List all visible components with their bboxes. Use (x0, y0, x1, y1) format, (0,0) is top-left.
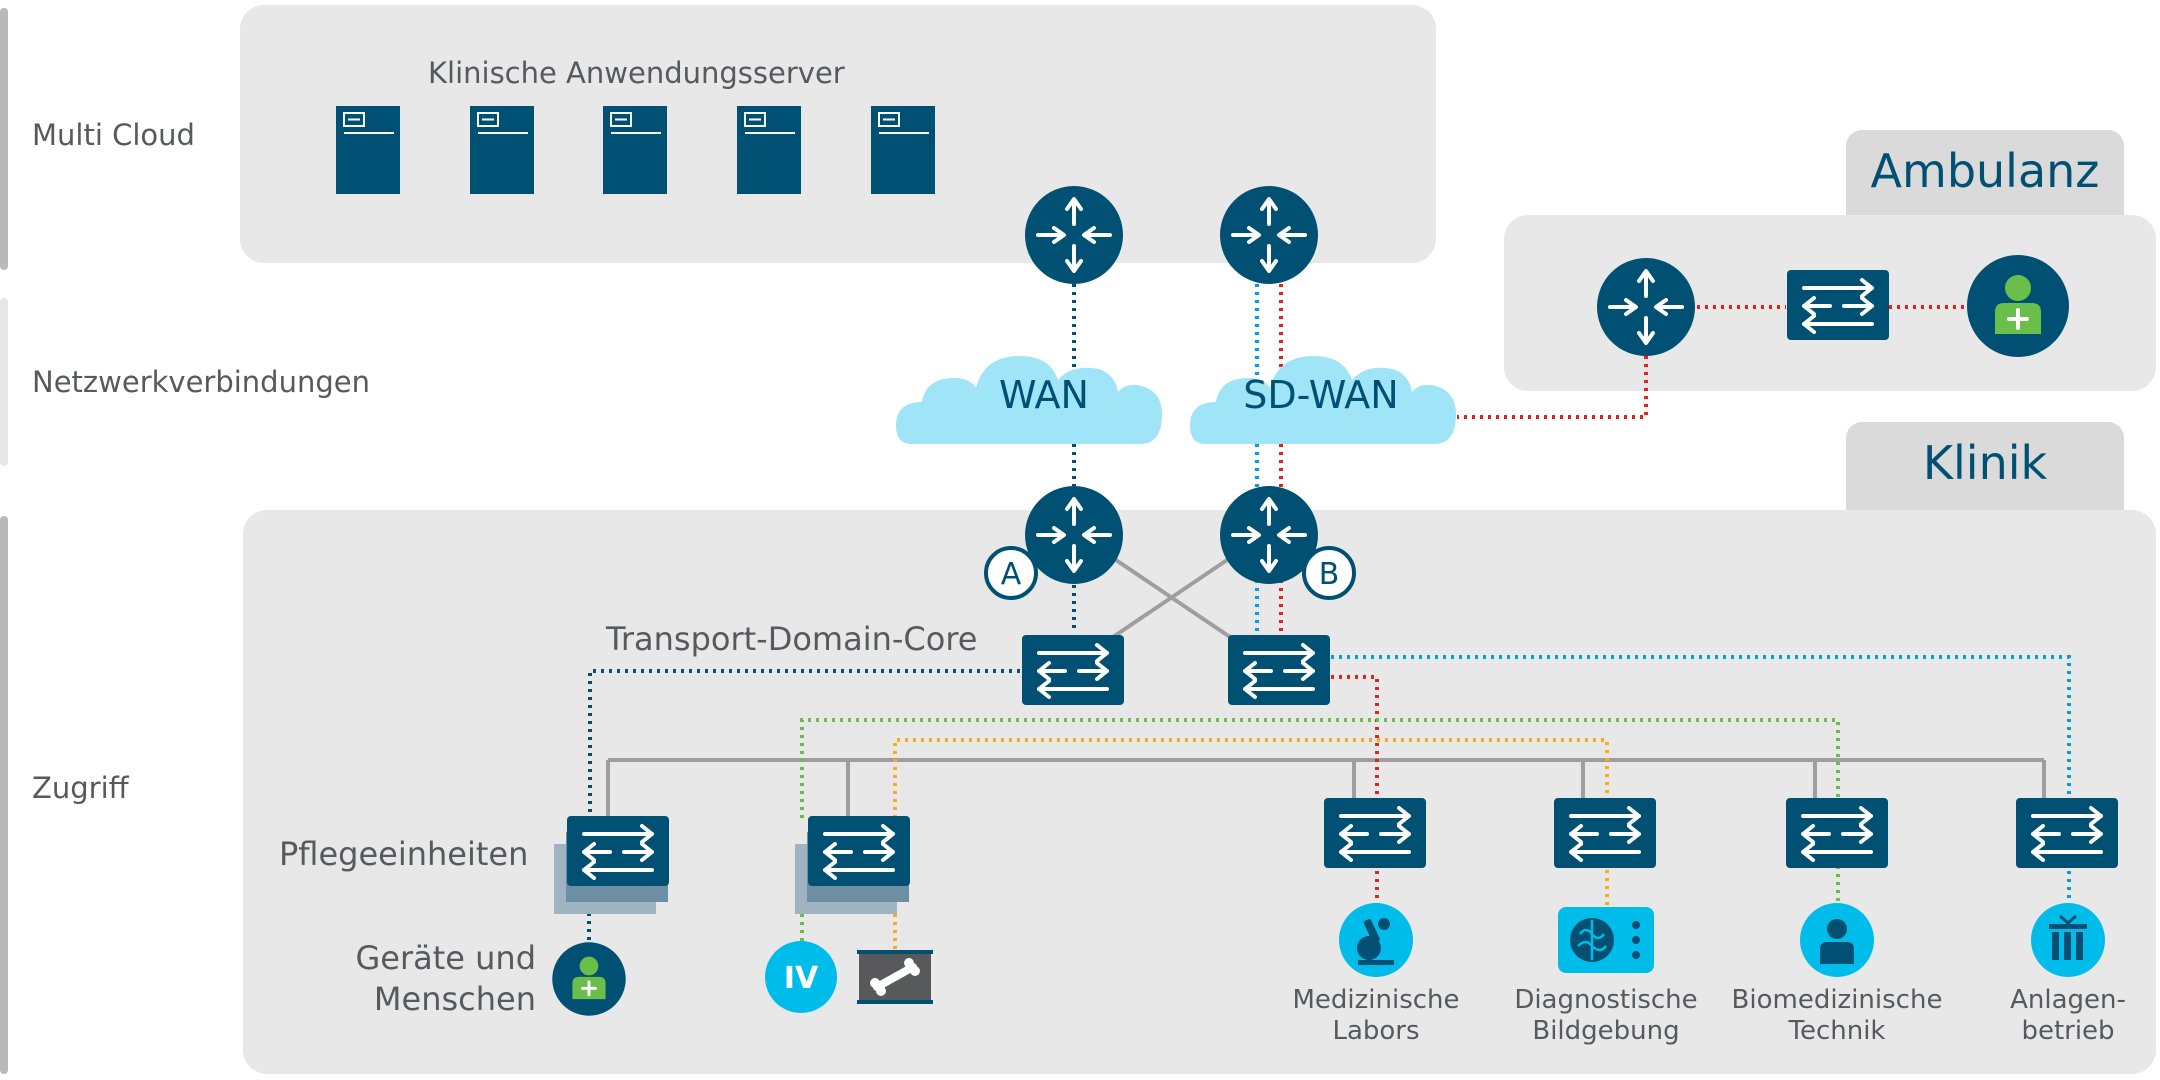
brain-scan-icon (1558, 907, 1654, 973)
row-label-zugriff: Zugriff (32, 771, 129, 805)
wan-label: WAN (999, 373, 1089, 417)
link-orange (893, 738, 1609, 950)
ambulanz-router (1595, 256, 1697, 358)
server-icon-2 (469, 105, 535, 195)
core-switch-b (1226, 633, 1332, 707)
sdwan-label: SD-WAN (1243, 373, 1398, 417)
server-icon-3 (602, 105, 668, 195)
access-switch-diag (1552, 796, 1658, 870)
access-switch-labor (1322, 796, 1428, 870)
cloud-router-sdwan (1218, 184, 1320, 286)
bio-label-2: Technik (1788, 1016, 1886, 1046)
ambulanz-tab: Ambulanz (1846, 130, 2124, 216)
access-switch-bio (1784, 796, 1890, 870)
pflege-switch-stack (554, 814, 671, 914)
iv-label: IV (784, 961, 819, 996)
iv-icon: IV (765, 941, 837, 1013)
badge-b: B (1302, 546, 1356, 600)
diag-label-1: Diagnostische (1514, 985, 1698, 1015)
diag-label-2: Bildgebung (1532, 1016, 1680, 1046)
link-green (800, 718, 1840, 944)
core-switch-a (1020, 633, 1126, 707)
pflege-person-icon (550, 940, 628, 1018)
biomed-person-icon (1800, 903, 1874, 977)
netzwerk-bar (0, 298, 8, 466)
geraete-label-2: Menschen (373, 980, 536, 1018)
geraete-label-1: Geräte und (355, 939, 536, 977)
labor-label-1: Medizinische (1292, 985, 1460, 1015)
ambulanz-switch (1785, 268, 1891, 342)
pflegeeinheiten-label: Pflegeeinheiten (279, 835, 529, 873)
klinik-tab: Klinik (1846, 422, 2124, 512)
badge-b-label: B (1319, 557, 1340, 592)
server-group-title: Klinische Anwendungsserver (428, 56, 845, 90)
server-icon-1 (335, 105, 401, 195)
microscope-icon (1339, 903, 1413, 977)
cloud-router-wan (1023, 184, 1125, 286)
access-switch-anl (2014, 796, 2120, 870)
anl-label-2: betrieb (2021, 1016, 2115, 1046)
facility-icon (2031, 903, 2105, 977)
anl-label-1: Anlagen- (2010, 985, 2126, 1015)
server-icon-5 (870, 105, 936, 195)
link-navy (587, 284, 1076, 946)
server-icon-4 (736, 105, 802, 195)
transport-domain-core-label: Transport-Domain-Core (606, 620, 978, 658)
ambulanz-person-icon (1965, 253, 2071, 359)
core-router-a (1023, 484, 1125, 586)
row-label-netzwerk: Netzwerkverbindungen (32, 365, 370, 399)
iv-switch-stack (795, 814, 912, 914)
badge-a: A (984, 546, 1038, 600)
distribution-links (606, 556, 2046, 816)
zugriff-bar (0, 516, 8, 1074)
bio-label-1: Biomedizinische (1731, 985, 1943, 1015)
labor-label-2: Labors (1332, 1016, 1420, 1046)
badge-a-label: A (1001, 557, 1022, 592)
multi-cloud-bar (0, 8, 8, 270)
xray-icon (857, 950, 933, 1004)
row-label-multi-cloud: Multi Cloud (32, 118, 195, 152)
